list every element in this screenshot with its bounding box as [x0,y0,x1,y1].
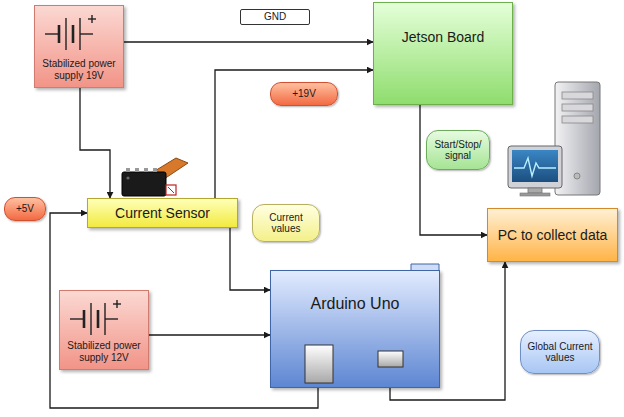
wire-connector [420,105,487,235]
node-text: Stabilized power supply 19V [39,58,119,81]
connector-ports [271,271,439,387]
wire-connector [80,88,110,198]
signal-label-pill: Current values [252,204,320,242]
board-box: Jetson Board [373,2,513,105]
node-text: Global Current values [525,341,595,364]
signal-label-pill: Global Current values [520,330,600,374]
node-text: GND [264,11,286,23]
board-box: Arduino Uno [270,270,440,388]
node-text: +5V [16,203,34,215]
wire-connector [124,41,373,42]
voltage-label-pill: +19V [270,82,338,106]
voltage-label-pill: +5V [4,197,46,221]
node-text: Jetson Board [402,29,485,45]
node-text: Arduino Uno [311,295,400,313]
power-supply-box: Stabilized power supply 19V [34,5,124,88]
signal-label-pill: Start/Stop/ signal [426,130,490,170]
node-text: +19V [292,88,316,100]
node-text: Current Sensor [115,205,210,221]
node-text: PC to collect data [498,227,608,243]
node-text: Start/Stop/ signal [430,139,486,162]
pc-illustration [508,82,600,196]
computer-box: PC to collect data [487,208,618,262]
node-text: Stabilized power supply 12V [64,340,144,363]
current-sensor-chip [122,158,188,196]
wire-connector [215,70,373,198]
signal-label-box: GND [240,9,310,25]
wire-connector [149,334,270,335]
power-supply-box: Stabilized power supply 12V [59,290,149,370]
node-text: Current values [257,212,315,235]
sensor-box: Current Sensor [87,198,238,228]
